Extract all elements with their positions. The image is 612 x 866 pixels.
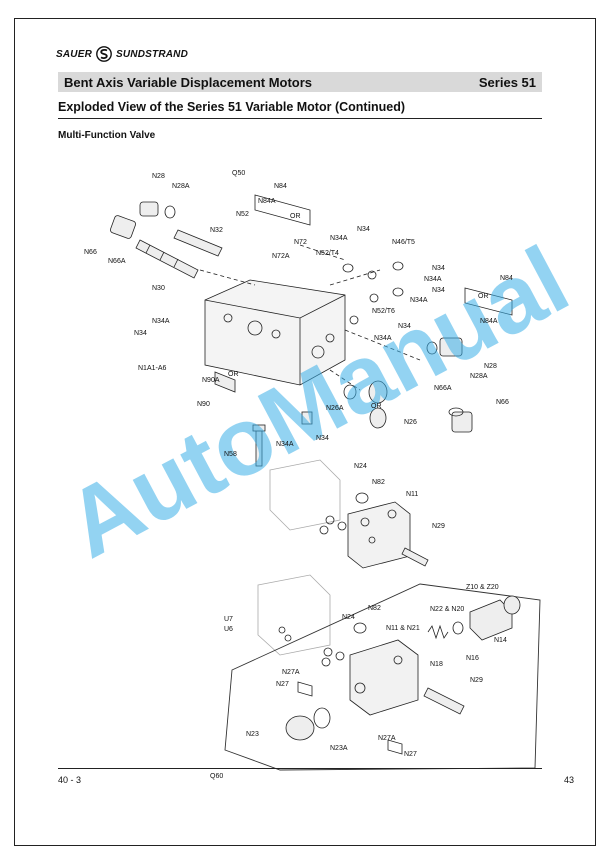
label-n72a: N72A — [272, 253, 290, 260]
label-n27-lower: N27 — [404, 751, 417, 758]
label-u6: U6 — [224, 626, 233, 633]
label-n82-mid: N82 — [372, 479, 385, 486]
label-n52: N52 — [236, 211, 249, 218]
label-n34-left: N34 — [134, 330, 147, 337]
plug-n28-right — [439, 337, 463, 357]
plug-n66-left — [110, 215, 136, 239]
label-n90a: N90A — [202, 377, 220, 384]
fitting-n14 — [469, 599, 513, 641]
label-n27a-upper: N27A — [282, 669, 300, 676]
ghost-block-lower — [257, 574, 331, 656]
label-n27-upper: N27 — [276, 681, 289, 688]
label-q60: Q60 — [210, 773, 223, 780]
label-n90: N90 — [197, 401, 210, 408]
label-n30: N30 — [152, 285, 165, 292]
label-or-n26: OR — [371, 403, 382, 410]
sauer-sundstrand-logo: SAUER SUNDSTRAND — [56, 46, 188, 62]
section-title: Exploded View of the Series 51 Variable … — [58, 100, 406, 114]
label-n22n20: N22 & N20 — [430, 606, 464, 613]
label-n34-top: N34 — [357, 226, 370, 233]
label-n84-right: N84 — [500, 275, 513, 282]
header-series: Series 51 — [478, 74, 536, 90]
label-n34a-top: N34A — [330, 235, 348, 242]
label-n11-mid: N11 — [406, 491, 418, 498]
label-n34-r2: N34 — [432, 287, 445, 294]
page-number-left: 40 - 3 — [58, 775, 82, 785]
label-n82-lower: N82 — [368, 605, 381, 612]
page-number-right: 43 — [563, 775, 574, 785]
label-n23: N23 — [246, 731, 259, 738]
label-n66a-left: N66A — [108, 258, 126, 265]
label-or-top: OR — [290, 213, 301, 220]
shaft-n30 — [135, 239, 199, 279]
label-n14: N14 — [494, 637, 507, 644]
plug-n23 — [285, 715, 315, 741]
plug-n66-right — [451, 411, 473, 433]
label-n26: N26 — [404, 419, 417, 426]
label-n18: N18 — [430, 661, 443, 668]
label-n27a-lower: N27A — [378, 735, 396, 742]
bolt-n29-upper — [401, 547, 429, 567]
label-n34-r3: N34 — [398, 323, 411, 330]
label-n11n21: N11 & N21 — [386, 625, 420, 632]
label-n84a: N84A — [258, 198, 276, 205]
plug-n28-top — [139, 201, 159, 217]
label-n1a1a6: N1A1-A6 — [138, 365, 167, 372]
label-or-n90: OR — [228, 371, 239, 378]
footer-rule — [58, 768, 542, 769]
label-n34-bottom: N34 — [316, 435, 329, 442]
cartridge-n32 — [173, 229, 223, 257]
manual-page — [14, 18, 596, 846]
label-n32: N32 — [210, 227, 223, 234]
label-n34-r1: N34 — [432, 265, 445, 272]
ghost-block-middle — [269, 459, 341, 531]
label-q50: Q50 — [232, 170, 245, 177]
label-n34a-r1: N34A — [424, 276, 442, 283]
header-band: Bent Axis Variable Displacement Motors S… — [58, 72, 542, 92]
label-n28a-right: N28A — [470, 373, 488, 380]
label-n58: N58 — [224, 451, 237, 458]
valve-body-n11-lower — [349, 639, 419, 716]
label-n34a-bottom: N34A — [276, 441, 294, 448]
label-n16: N16 — [466, 655, 479, 662]
label-n26a: N26A — [326, 405, 344, 412]
label-n34a-left: N34A — [152, 318, 170, 325]
brand-right: SUNDSTRAND — [116, 48, 189, 60]
label-n28a: N28A — [172, 183, 190, 190]
label-n24-lower: N24 — [342, 614, 355, 621]
label-n34a-r3: N34A — [374, 335, 392, 342]
label-n46t5: N46/T5 — [392, 239, 415, 246]
label-n52t4: N52/T4 — [316, 250, 339, 257]
subheading: Multi-Function Valve — [58, 130, 156, 141]
brand-s-icon — [96, 46, 112, 62]
label-n23a: N23A — [330, 745, 348, 752]
label-n28: N28 — [152, 173, 165, 180]
label-n66a-right: N66A — [434, 385, 452, 392]
label-n84a-right: N84A — [480, 318, 498, 325]
valve-body-n11 — [347, 501, 411, 569]
header-title: Bent Axis Variable Displacement Motors — [64, 74, 313, 90]
label-n29-lower: N29 — [470, 677, 483, 684]
label-n66-right: N66 — [496, 399, 509, 406]
label-u7: U7 — [224, 616, 233, 623]
title-rule — [58, 118, 542, 119]
label-n29-mid: N29 — [432, 523, 445, 530]
brand-left: SAUER — [56, 48, 93, 60]
label-n66-left: N66 — [84, 249, 97, 256]
label-n34a-r2: N34A — [410, 297, 428, 304]
label-z10z20: Z10 & Z20 — [466, 584, 499, 591]
label-or-right: OR — [478, 293, 489, 300]
bolt-n29-lower — [423, 687, 465, 715]
label-n84: N84 — [274, 183, 287, 190]
label-n72: N72 — [294, 239, 307, 246]
label-n52t6: N52/T6 — [372, 308, 395, 315]
label-n24-mid: N24 — [354, 463, 367, 470]
label-n28-right: N28 — [484, 363, 497, 370]
spring-n22 — [427, 624, 449, 640]
